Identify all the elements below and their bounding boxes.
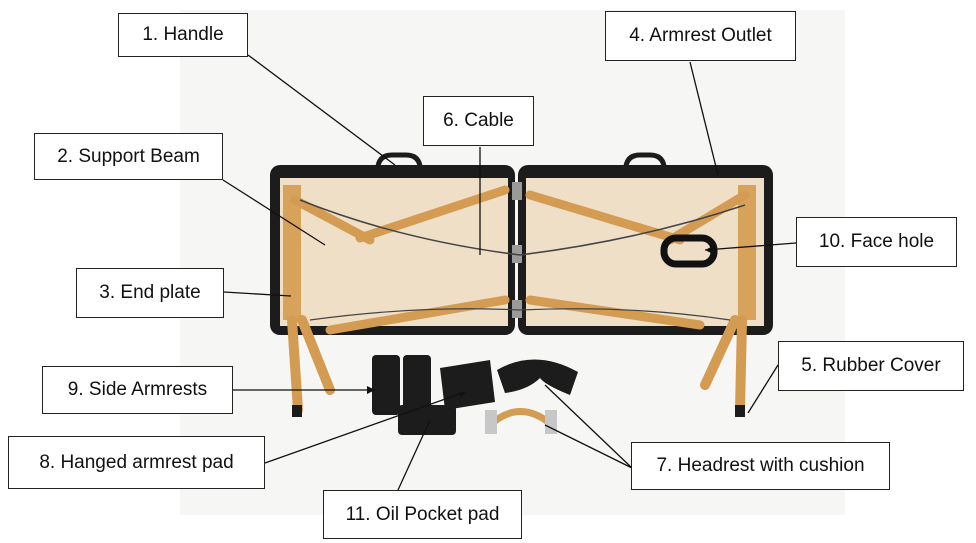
side-armrests-shape — [372, 355, 431, 415]
face-hole-shape — [660, 234, 718, 268]
leader-lines — [222, 54, 797, 491]
hinge-top — [512, 182, 522, 200]
table-top-left — [270, 165, 515, 335]
headrest-cushion-shape — [497, 359, 578, 395]
end-plate-left — [283, 185, 301, 320]
end-plate-right — [738, 185, 756, 320]
label-cable: 6. Cable — [423, 96, 534, 146]
rubber-cover-left — [292, 405, 302, 417]
label-hanged-armrest-pad: 8. Hanged armrest pad — [8, 436, 265, 489]
hanged-armrest-pad-shape — [440, 360, 495, 410]
hinge-bottom — [512, 300, 522, 318]
label-end-plate: 3. End plate — [76, 268, 224, 318]
label-rubber-cover: 5. Rubber Cover — [778, 341, 964, 391]
rubber-cover-right — [735, 405, 745, 417]
label-headrest: 7. Headrest with cushion — [631, 442, 890, 490]
label-support-beam: 2. Support Beam — [34, 133, 223, 180]
label-armrest-outlet: 4. Armrest Outlet — [605, 11, 796, 61]
label-handle: 1. Handle — [118, 13, 248, 57]
handle-left — [375, 152, 423, 167]
support-beams — [290, 185, 750, 335]
label-side-armrests: 9. Side Armrests — [42, 366, 233, 414]
label-face-hole: 10. Face hole — [796, 217, 957, 267]
legs — [287, 315, 747, 415]
handle-right — [623, 152, 667, 167]
oil-pocket-pad-shape — [398, 405, 456, 435]
cable-lines — [299, 199, 746, 256]
label-oil-pocket-pad: 11. Oil Pocket pad — [323, 490, 522, 539]
